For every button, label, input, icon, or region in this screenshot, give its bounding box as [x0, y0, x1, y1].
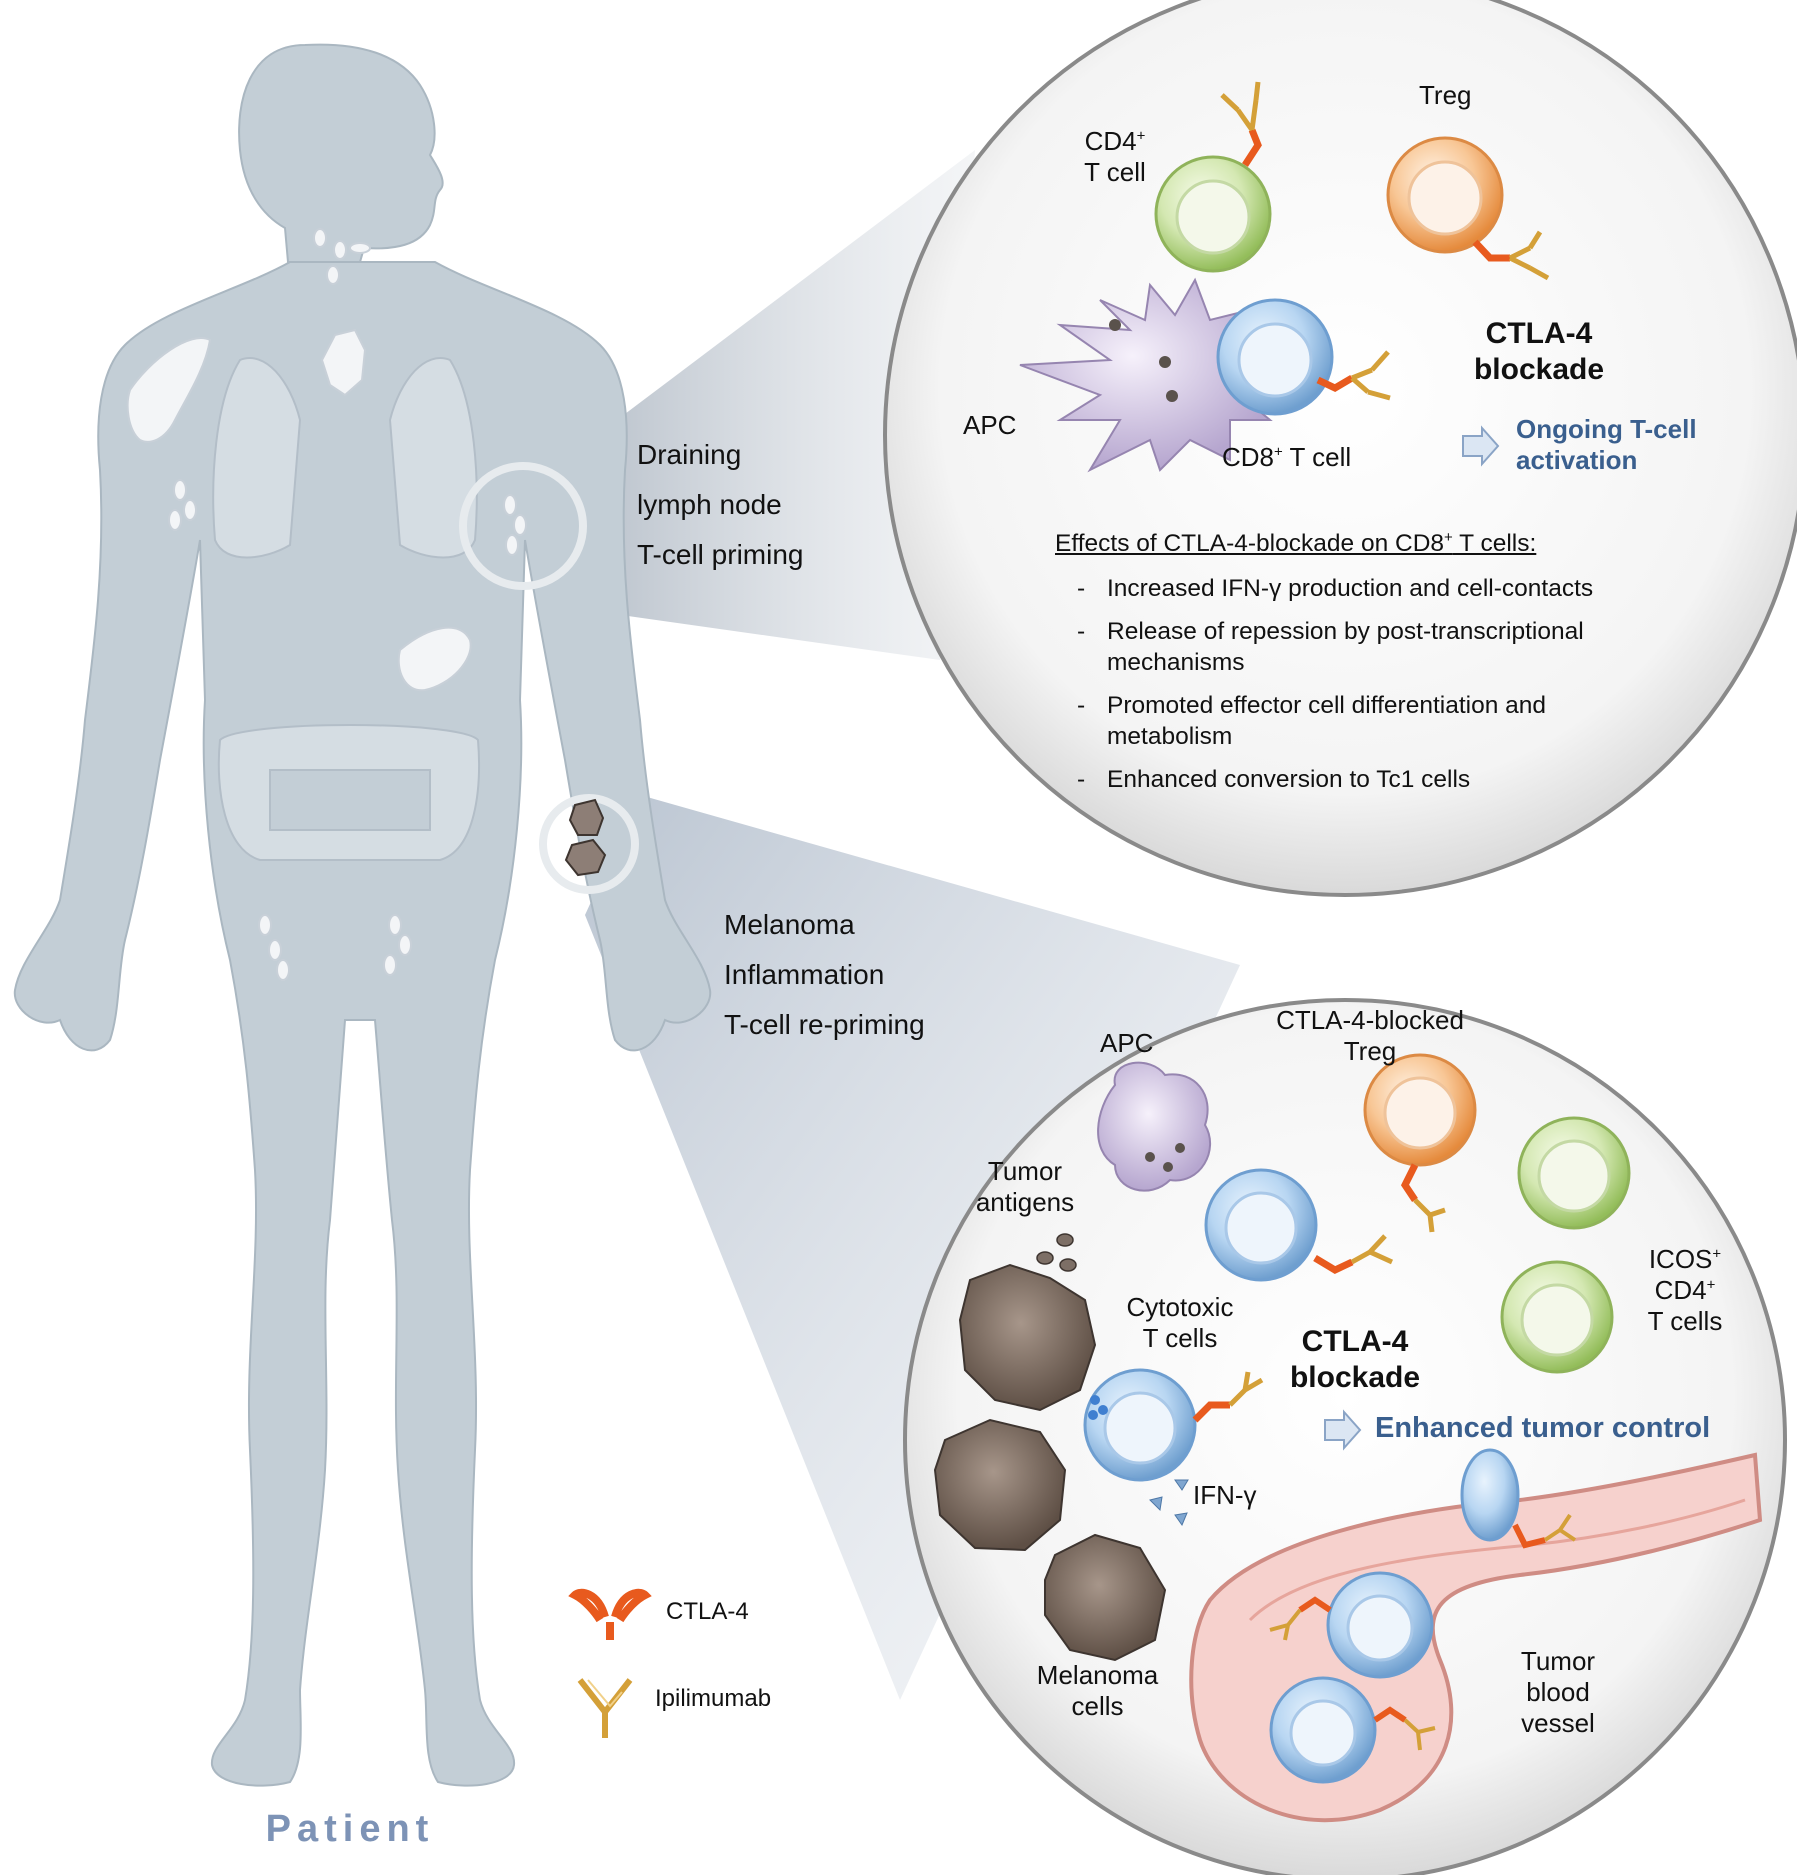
patient-label: Patient: [265, 1808, 435, 1850]
white-organs: [126, 228, 527, 981]
ipilimumab-legend-icon: [577, 1678, 633, 1738]
vessel-t-cells: [1269, 1448, 1577, 1784]
ifn-gamma-particles: [1149, 1479, 1189, 1527]
lower-outcome-arrow: [1324, 1409, 1362, 1451]
upper-panel-circle: [883, 0, 1797, 897]
icos-cd4-label: ICOS+ CD4+ T cells: [1647, 1244, 1723, 1336]
upper-outcome-arrow: [1462, 425, 1500, 467]
lower-outcome-label: Enhanced tumor control: [1375, 1412, 1711, 1444]
treg-label: Treg: [1419, 80, 1472, 110]
apc-label-lower: APC: [1100, 1028, 1154, 1058]
ctla4-ipilimumab-pair-treg: [1472, 230, 1550, 281]
melanoma-line-1: Melanoma: [724, 909, 855, 940]
cd8-t-cell-label: CD8+ T cell: [1222, 442, 1352, 472]
effect-item: -Increased IFN-γ production and cell-con…: [1077, 575, 1594, 602]
left-lung: [212, 357, 302, 559]
blocked-treg-cell-lower: [1363, 1053, 1477, 1233]
icos-cd4-cells-lower: [1500, 1116, 1631, 1374]
effect-item: -Enhanced conversion to Tc1 cells: [1077, 766, 1471, 793]
lymph-node-ring: [459, 462, 587, 590]
effects-block: Effects of CTLA-4-blockade on CD8+ T cel…: [1055, 528, 1655, 807]
thyroid: [320, 328, 367, 397]
lymph-node-site-label: Draining lymph node T-cell priming: [637, 430, 803, 580]
effect-item: -Promoted effector cell differentiation …: [1077, 692, 1547, 750]
right-lung: [388, 357, 478, 559]
ctla4-legend-icon: [568, 1588, 652, 1640]
effects-title: Effects of CTLA-4-blockade on CD8+ T cel…: [1055, 528, 1537, 557]
effect-item: -Release of repession by post-transcript…: [1077, 618, 1584, 676]
cd4-t-cell-upper: [1154, 155, 1272, 273]
ctla4-blockade-label-lower: CTLA-4 blockade: [1289, 1325, 1421, 1394]
lymph-node-line-3: T-cell priming: [637, 539, 804, 570]
cd8-t-cell-lower: [1204, 1168, 1394, 1282]
tumor-antigens-label: Tumor antigens: [975, 1156, 1075, 1217]
spleen: [397, 626, 472, 692]
melanoma-site-label: Melanoma Inflammation T-cell re-priming: [724, 900, 925, 1050]
upper-outcome-label: Ongoing T-cell activation: [1516, 414, 1697, 475]
melanoma-line-3: T-cell re-priming: [724, 1009, 925, 1040]
ipilimumab-legend-label: Ipilimumab: [655, 1685, 772, 1712]
upper-zoom-beam: [560, 150, 975, 660]
tumor-antigen-particles: [1036, 1233, 1077, 1272]
apc-dendritic-cell-lower: [1097, 1061, 1211, 1192]
internal-organs: [212, 357, 481, 861]
ctla4-ipilimumab-pair-cd4: [1220, 81, 1262, 167]
cd4-t-cell-label: CD4+ T cell: [1084, 126, 1146, 187]
cytotoxic-t-cells-label: Cytotoxic T cells: [1126, 1292, 1234, 1353]
tumor-blood-vessel-label: Tumor blood vessel: [1520, 1646, 1596, 1738]
melanoma-line-2: Inflammation: [724, 959, 885, 990]
effects-list: -Increased IFN-γ production and cell-con…: [1077, 573, 1627, 795]
lymph-node-line-2: lymph node: [637, 489, 782, 520]
apc-label-upper: APC: [963, 410, 1017, 440]
ctla4-ipilimumab-pair-cd8: [1316, 350, 1391, 401]
cytotoxic-t-cell-lower: [1083, 1368, 1264, 1482]
cd8-t-cell-upper: [1216, 298, 1334, 416]
melanoma-cells: [933, 1263, 1167, 1662]
melanoma-lesions: [564, 798, 607, 877]
apc-dendritic-cell-upper: [1019, 277, 1273, 473]
shoulder-bone: [126, 337, 212, 443]
lymph-node-line-1: Draining: [637, 439, 742, 470]
patient-body-silhouette: [13, 43, 712, 1787]
blocked-treg-label: CTLA-4-blocked Treg: [1276, 1005, 1464, 1066]
melanoma-site-ring: [539, 794, 639, 894]
intestine: [217, 724, 481, 861]
ctla4-blockade-label-upper: CTLA-4 blockade: [1473, 317, 1605, 386]
melanoma-cells-label: Melanoma cells: [1036, 1660, 1159, 1721]
ctla4-legend-label: CTLA-4: [666, 1598, 749, 1625]
treg-cell-upper: [1386, 136, 1504, 254]
lower-zoom-beam: [585, 795, 1240, 1700]
ifn-gamma-label: IFN-γ: [1193, 1480, 1257, 1510]
